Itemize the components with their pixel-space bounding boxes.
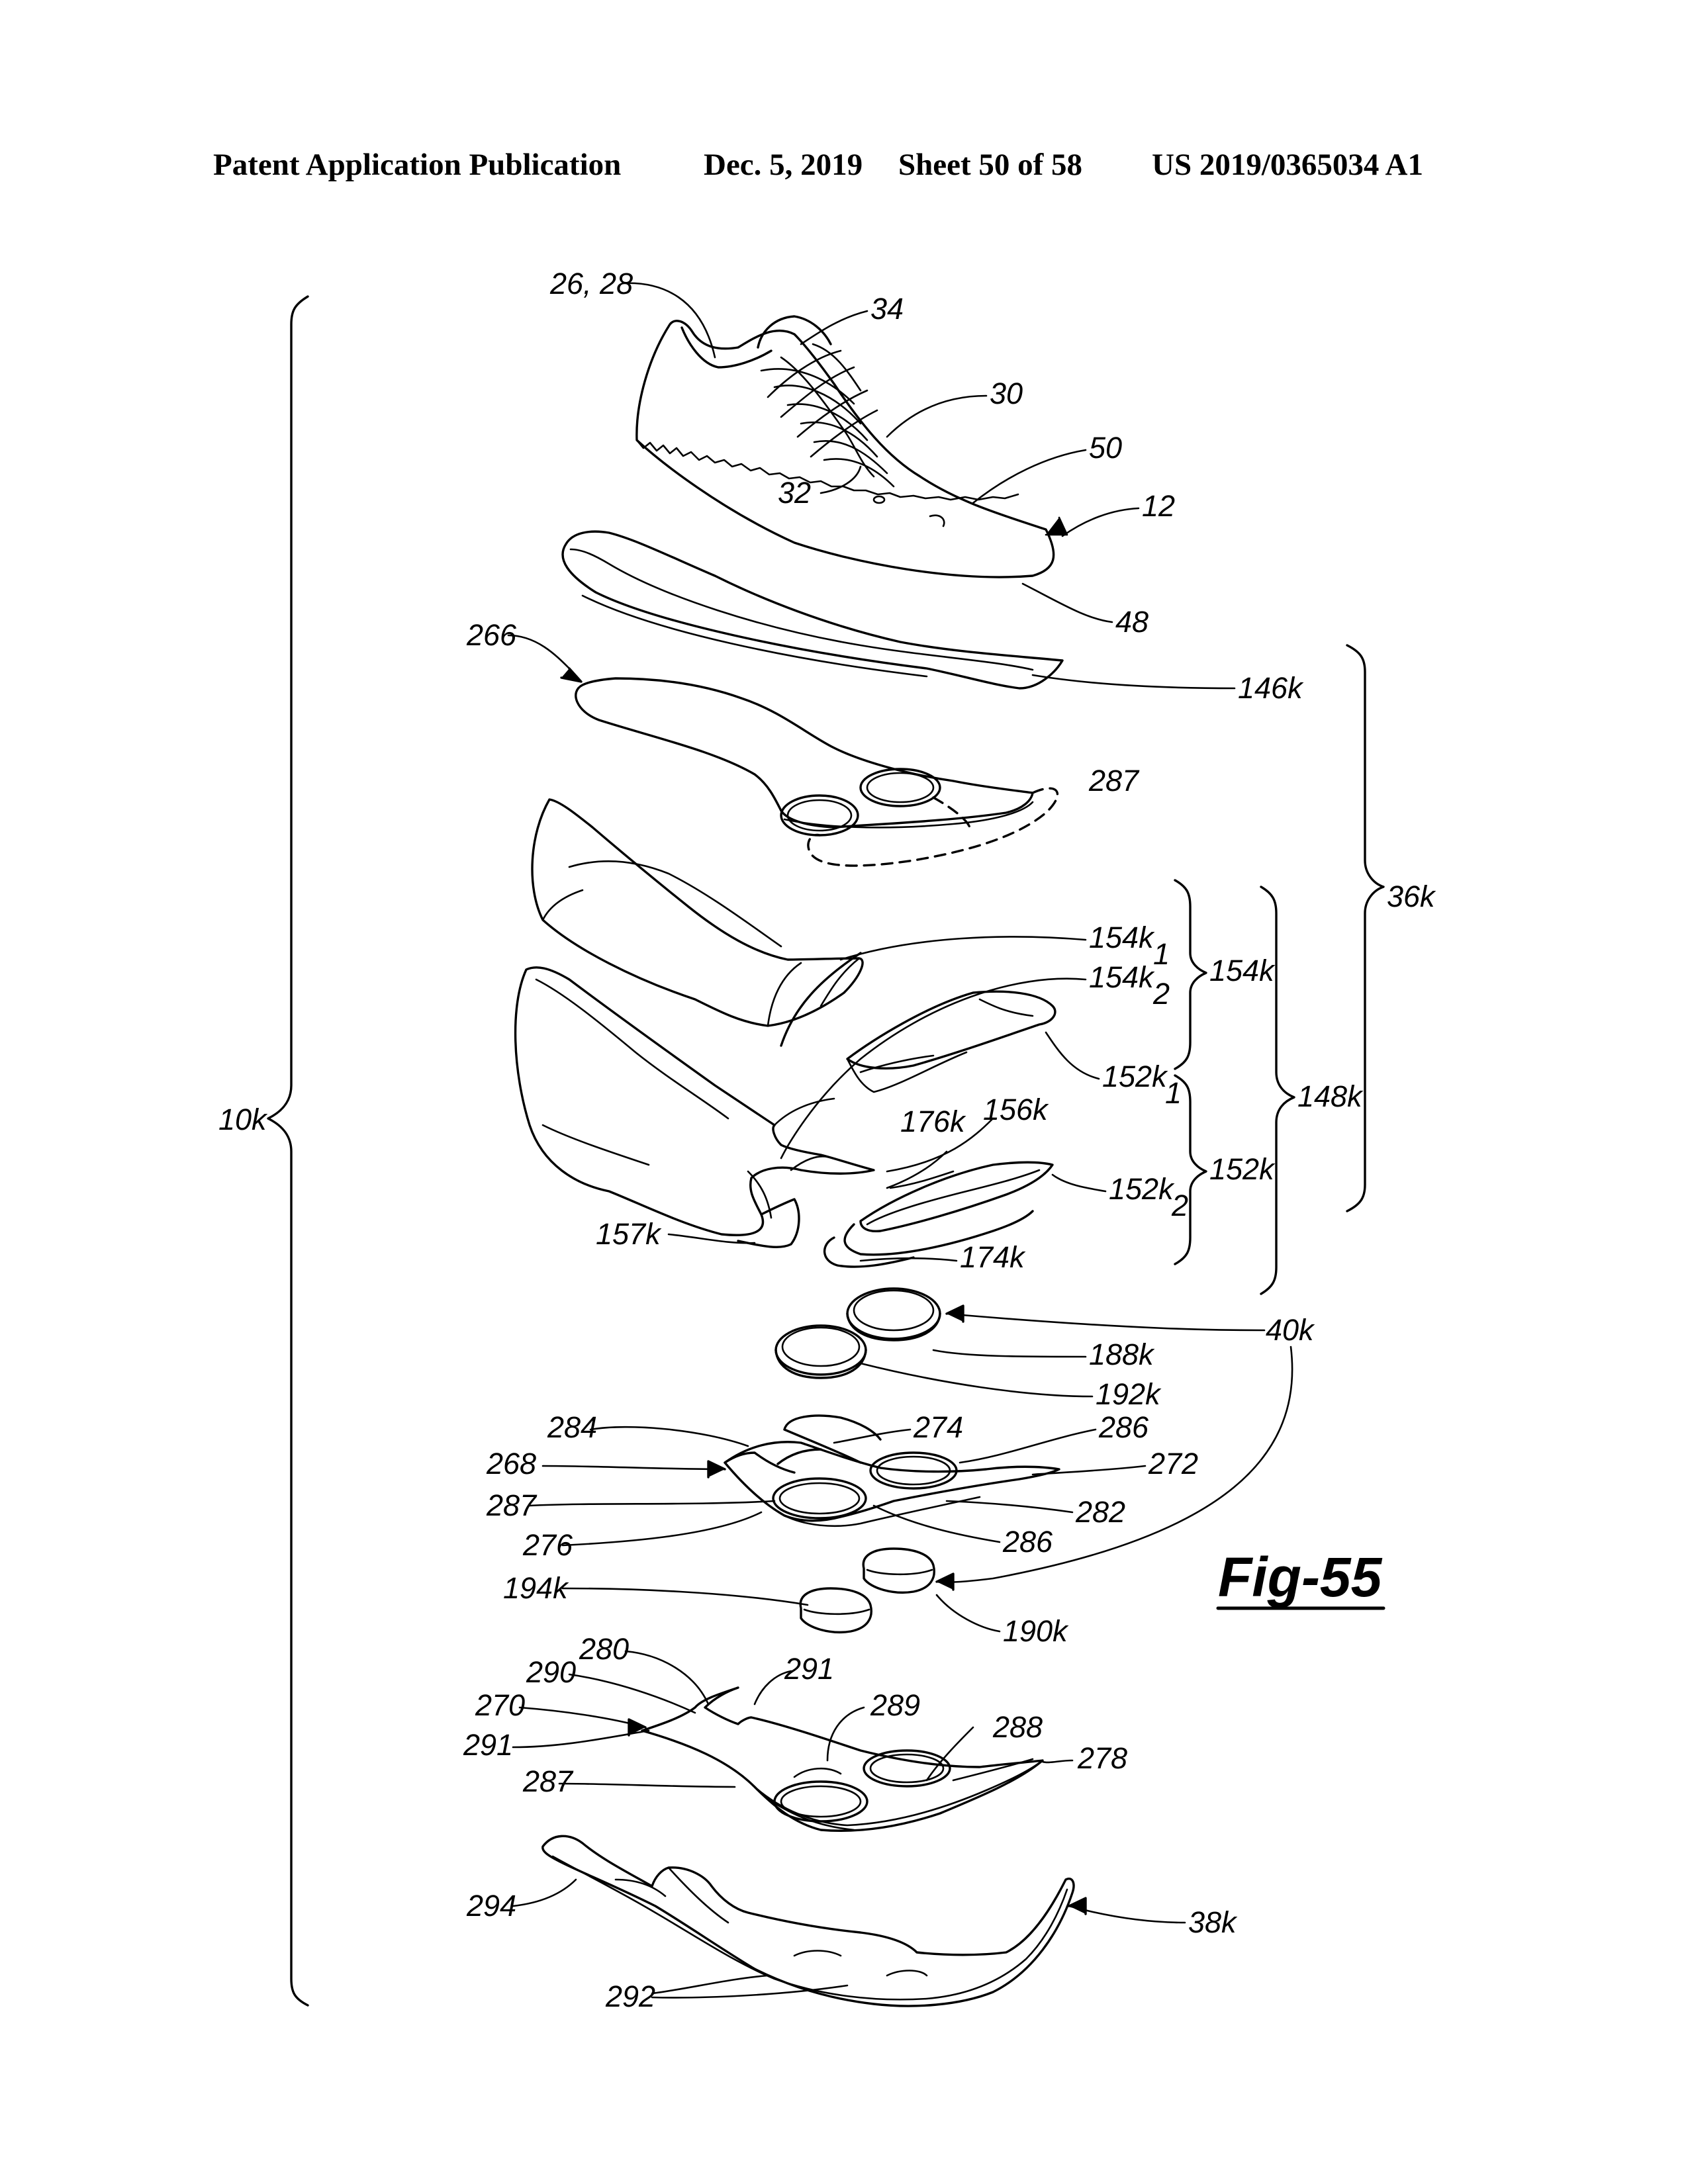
label-154k1: 154k	[1089, 921, 1155, 954]
heel-cup-154k1	[531, 798, 864, 1027]
plate-270-278	[641, 1686, 1044, 1832]
midsole-157k	[514, 952, 875, 1248]
label-50: 50	[1089, 431, 1122, 465]
label-194k: 194k	[503, 1571, 569, 1605]
label-10k: 10k	[218, 1103, 268, 1136]
label-152k1: 152k	[1102, 1060, 1168, 1093]
label-154k2-subscript: 2	[1152, 977, 1170, 1011]
label-287-c: 287	[522, 1764, 574, 1798]
figure-label: Fig-55	[1218, 1546, 1383, 1608]
label-38k: 38k	[1188, 1905, 1238, 1939]
header-date: Dec. 5, 2019	[704, 148, 863, 182]
label-146k: 146k	[1238, 671, 1304, 705]
label-276: 276	[522, 1528, 573, 1562]
label-32: 32	[778, 476, 811, 510]
label-291-a: 291	[784, 1652, 834, 1686]
leader-lines	[507, 282, 1293, 1999]
label-26-28: 26, 28	[549, 267, 633, 300]
pieces-154k2-152k1	[846, 990, 1056, 1093]
pods-188k-192k	[774, 1287, 941, 1379]
label-287-b: 287	[486, 1488, 538, 1522]
label-292: 292	[605, 1979, 655, 2013]
reference-labels: 26, 28 34 30 50 32 12 48 266 146k 287 36…	[218, 267, 1436, 2013]
label-154k1-subscript: 1	[1153, 937, 1170, 971]
label-288: 288	[992, 1710, 1043, 1744]
label-152k1-subscript: 1	[1165, 1076, 1182, 1110]
label-190k: 190k	[1003, 1614, 1069, 1648]
label-30: 30	[990, 377, 1023, 410]
label-291-b: 291	[463, 1728, 513, 1762]
label-174k: 174k	[960, 1240, 1026, 1274]
label-154k2: 154k	[1089, 960, 1155, 994]
label-152k: 152k	[1209, 1152, 1276, 1186]
label-148k: 148k	[1297, 1079, 1364, 1113]
bracket-154k	[1174, 879, 1207, 1070]
bracket-36k	[1346, 644, 1385, 1212]
label-287-a: 287	[1088, 764, 1140, 797]
label-270: 270	[475, 1688, 525, 1722]
pods-190k-194k	[799, 1547, 935, 1633]
label-12: 12	[1142, 489, 1175, 523]
label-278: 278	[1077, 1741, 1127, 1775]
header-patent-number: US 2019/0365034 A1	[1152, 148, 1423, 182]
label-289: 289	[870, 1688, 920, 1722]
label-294: 294	[466, 1889, 516, 1923]
label-48: 48	[1115, 605, 1149, 639]
label-157k: 157k	[596, 1217, 662, 1251]
layer-146k	[561, 530, 1064, 690]
bracket-10k	[267, 295, 309, 2007]
shoe-illustration	[635, 315, 1055, 578]
label-274: 274	[913, 1410, 963, 1444]
label-156k: 156k	[983, 1093, 1049, 1126]
label-154k: 154k	[1209, 954, 1276, 987]
label-284: 284	[547, 1410, 597, 1444]
label-152k2: 152k	[1109, 1172, 1175, 1206]
outsole-38k	[541, 1835, 1075, 2007]
label-286-a: 286	[1098, 1410, 1149, 1444]
plate-268-272	[724, 1414, 1060, 1527]
label-192k: 192k	[1096, 1377, 1162, 1411]
label-152k2-subscript: 2	[1171, 1189, 1188, 1222]
label-280: 280	[579, 1632, 629, 1666]
label-268: 268	[486, 1447, 536, 1480]
bracket-148k	[1260, 886, 1295, 1295]
forefoot-pieces-152k2	[823, 1161, 1054, 1268]
label-266: 266	[466, 618, 517, 652]
label-176k: 176k	[900, 1105, 966, 1138]
label-286-b: 286	[1002, 1525, 1053, 1559]
insole-266	[575, 677, 1059, 867]
header-sheet: Sheet 50 of 58	[898, 148, 1083, 182]
label-40k: 40k	[1266, 1313, 1315, 1347]
label-282: 282	[1075, 1495, 1125, 1529]
bracket-152k	[1174, 1074, 1207, 1265]
label-188k: 188k	[1089, 1338, 1155, 1371]
label-290: 290	[526, 1655, 576, 1689]
header-publication: Patent Application Publication	[213, 148, 622, 182]
label-34: 34	[870, 292, 904, 326]
label-272: 272	[1148, 1447, 1198, 1480]
label-36k: 36k	[1387, 880, 1436, 913]
